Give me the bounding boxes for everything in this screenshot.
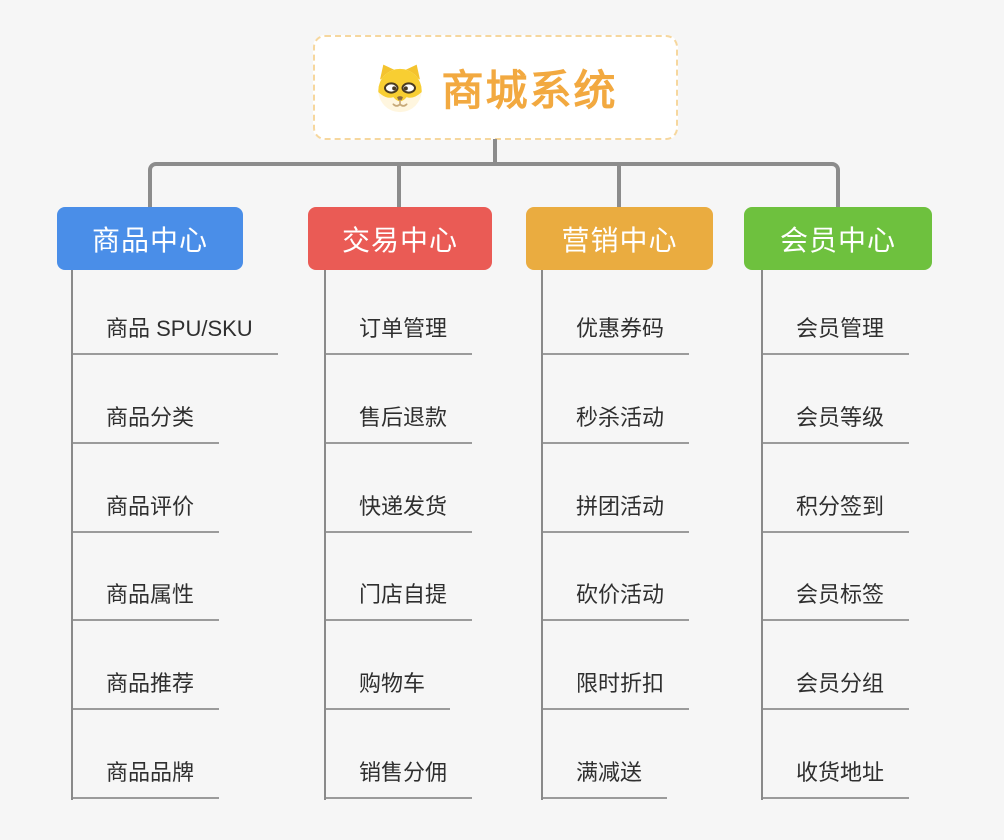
leaf-node[interactable]: 收货地址 (763, 758, 910, 799)
leaf-node[interactable]: 满减送 (543, 758, 668, 799)
leaf-node[interactable]: 砍价活动 (543, 580, 690, 621)
connector-drop-trade (397, 162, 401, 209)
branch-node-trade-center[interactable]: 交易中心 (308, 207, 492, 270)
leaf-node[interactable]: 商品品牌 (73, 758, 220, 799)
leaf-node[interactable]: 会员标签 (763, 580, 910, 621)
leaf-node[interactable]: 商品推荐 (73, 669, 220, 710)
connector-bus-right (495, 162, 840, 209)
leaf-node[interactable]: 会员分组 (763, 669, 910, 710)
branch-spine-member: 会员管理 会员等级 积分签到 会员标签 会员分组 收货地址 (761, 270, 1001, 800)
leaf-node[interactable]: 售后退款 (326, 403, 473, 444)
branch-spine-marketing: 优惠券码 秒杀活动 拼团活动 砍价活动 限时折扣 满减送 (541, 270, 781, 800)
leaf-node[interactable]: 优惠券码 (543, 314, 690, 355)
leaf-node[interactable]: 订单管理 (326, 314, 473, 355)
dog-face-icon (373, 63, 427, 113)
branch-node-marketing-center[interactable]: 营销中心 (526, 207, 713, 270)
branch-node-product-center[interactable]: 商品中心 (57, 207, 243, 270)
leaf-node[interactable]: 门店自提 (326, 580, 473, 621)
leaf-node[interactable]: 商品 SPU/SKU (73, 314, 278, 355)
leaf-node[interactable]: 限时折扣 (543, 669, 690, 710)
root-node-title: 商城系统 (441, 67, 618, 114)
connector-bus-left (148, 162, 495, 209)
branch-node-member-center[interactable]: 会员中心 (744, 207, 932, 270)
leaf-node[interactable]: 秒杀活动 (543, 403, 690, 444)
leaf-node[interactable]: 会员管理 (763, 314, 910, 355)
branch-node-label: 交易中心 (341, 224, 458, 256)
leaf-node[interactable]: 购物车 (326, 669, 451, 710)
leaf-node[interactable]: 销售分佣 (326, 758, 473, 799)
leaf-node[interactable]: 商品分类 (73, 403, 220, 444)
leaf-node[interactable]: 商品属性 (73, 580, 220, 621)
root-node[interactable]: 商城系统 (313, 35, 678, 140)
leaf-node[interactable]: 快递发货 (326, 492, 473, 533)
leaf-node[interactable]: 拼团活动 (543, 492, 690, 533)
connector-root-drop (493, 139, 497, 166)
branch-node-label: 营销中心 (561, 224, 678, 256)
branch-spine-product: 商品 SPU/SKU 商品分类 商品评价 商品属性 商品推荐 商品品牌 (71, 270, 311, 800)
leaf-node[interactable]: 会员等级 (763, 403, 910, 444)
branch-node-label: 会员中心 (779, 224, 896, 256)
branch-spine-trade: 订单管理 售后退款 快递发货 门店自提 购物车 销售分佣 (324, 270, 564, 800)
leaf-node[interactable]: 积分签到 (763, 492, 910, 533)
branch-node-label: 商品中心 (91, 224, 208, 256)
leaf-node[interactable]: 商品评价 (73, 492, 220, 533)
connector-drop-marketing (617, 162, 621, 209)
